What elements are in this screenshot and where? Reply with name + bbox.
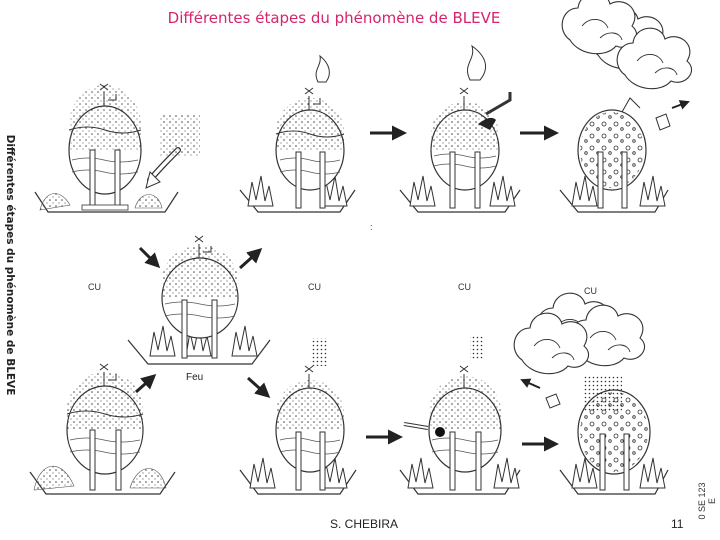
tank-central-fire: Feu: [127, 235, 271, 383]
marker-label-2: CU: [308, 282, 321, 292]
tank-stage-5: [29, 363, 176, 495]
marker-label-1: CU: [88, 282, 101, 292]
tank-stage-2: [239, 54, 356, 213]
tank-stage-7: [399, 336, 521, 495]
tank-stage-6: [239, 338, 357, 495]
marker-label-3: CU: [458, 282, 471, 292]
footer-page-number: 11: [671, 517, 684, 531]
arrow-into-central-top: [138, 246, 161, 269]
footer-author: S. CHEBIRA: [330, 517, 399, 531]
tank-stage-1: [34, 83, 200, 213]
marker-label-4: CU: [584, 286, 597, 296]
tank-stage-3: [399, 44, 521, 213]
tank-stage-8: [513, 292, 669, 495]
svg-text::: :: [370, 222, 373, 232]
tank-stage-4: [559, 0, 693, 213]
fire-label: Feu: [186, 372, 203, 383]
page-title: Différentes étapes du phénomène de BLEVE: [167, 9, 501, 27]
arrow-into-central-bottom: [135, 374, 157, 394]
arrow-out-central-bottom: [246, 376, 271, 399]
arrow-out-central-top: [238, 247, 263, 270]
